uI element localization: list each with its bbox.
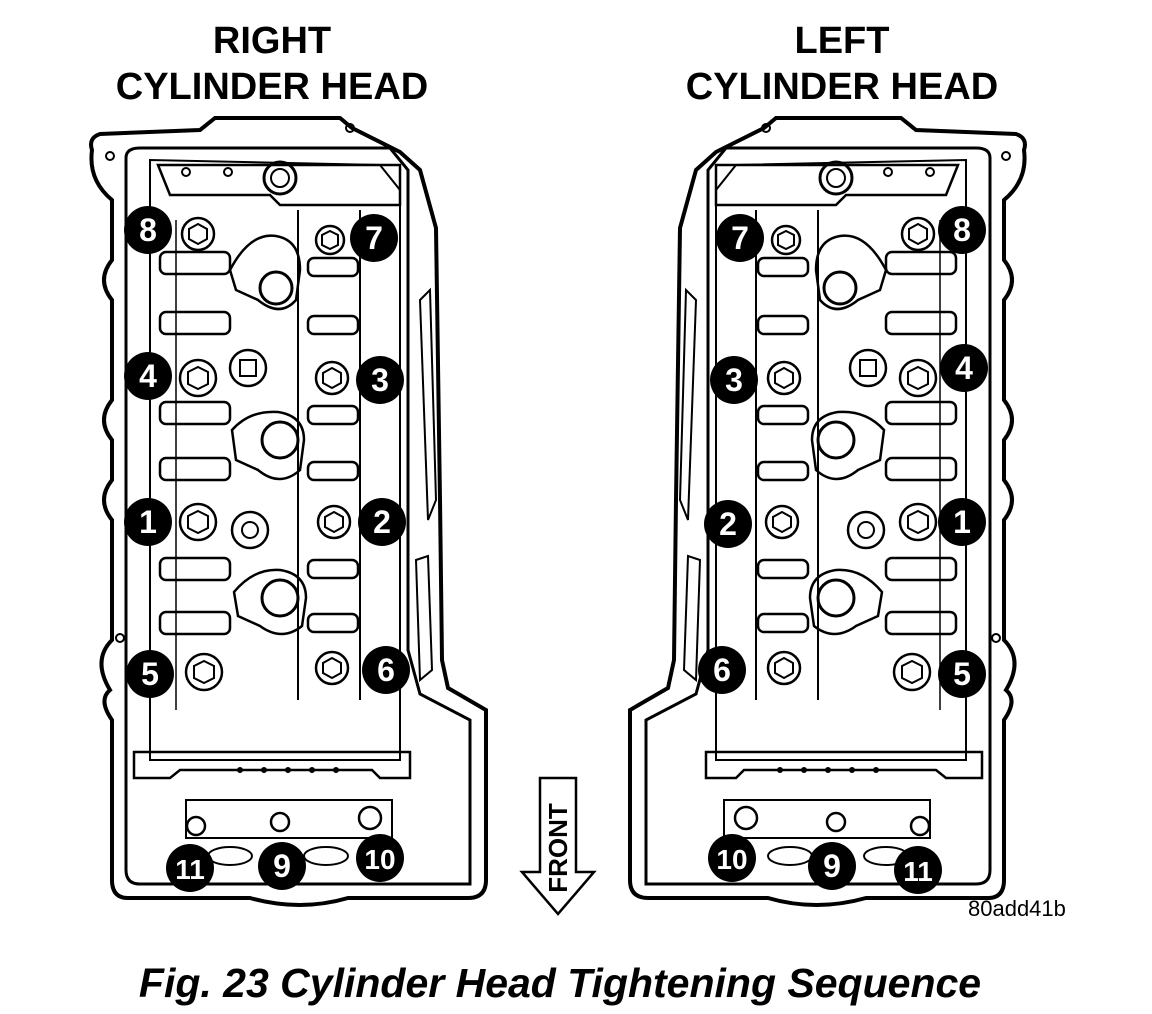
seq-label: 1: [953, 504, 971, 540]
seq-marker: [350, 214, 398, 262]
seq-marker: [808, 842, 856, 890]
right-head-title-line1: RIGHT: [212, 20, 332, 62]
seq-label: 7: [365, 220, 383, 256]
seq-label: 8: [139, 212, 157, 248]
right-head-sequence: 8 7 4 3 1 2 5 6 11 9 10: [124, 206, 410, 892]
seq-label: 2: [719, 506, 737, 542]
seq-marker: [124, 498, 172, 546]
front-arrow: FRONT: [519, 776, 597, 916]
seq-label: 10: [364, 844, 395, 875]
left-head-title: LEFT CYLINDER HEAD: [632, 18, 1052, 110]
seq-marker: [894, 846, 942, 894]
seq-marker: [362, 646, 410, 694]
seq-marker: [938, 206, 986, 254]
seq-label: 5: [141, 656, 159, 692]
seq-label: 10: [716, 844, 747, 875]
seq-label: 6: [377, 652, 395, 688]
seq-marker: [938, 650, 986, 698]
seq-marker: [166, 844, 214, 892]
seq-label: 4: [955, 350, 973, 386]
seq-label: 3: [371, 362, 389, 398]
seq-label: 5: [953, 656, 971, 692]
seq-label: 9: [823, 848, 841, 884]
seq-label: 9: [273, 848, 291, 884]
seq-label: 3: [725, 362, 743, 398]
left-head-title-line2: CYLINDER HEAD: [685, 66, 999, 108]
figure-reference-code: 80add41b: [968, 896, 1066, 921]
seq-marker: [698, 646, 746, 694]
seq-marker: [716, 214, 764, 262]
seq-marker: [258, 842, 306, 890]
seq-label: 2: [373, 504, 391, 540]
seq-label: 11: [175, 854, 205, 885]
seq-label: 7: [731, 220, 749, 256]
left-head-sequence: 7 8 3 4 2 1 6 5 10 9 11: [698, 206, 988, 894]
seq-marker: [704, 500, 752, 548]
seq-marker: [356, 834, 404, 882]
right-head-title: RIGHT CYLINDER HEAD: [62, 18, 482, 110]
seq-marker: [124, 206, 172, 254]
front-label: FRONT: [543, 803, 573, 893]
seq-label: 4: [139, 358, 157, 394]
right-head-title-line2: CYLINDER HEAD: [115, 66, 429, 108]
seq-label: 6: [713, 652, 731, 688]
seq-marker: [940, 344, 988, 392]
seq-marker: [708, 834, 756, 882]
seq-marker: [938, 498, 986, 546]
seq-marker: [124, 352, 172, 400]
seq-marker: [356, 356, 404, 404]
seq-marker: [710, 356, 758, 404]
seq-label: 11: [903, 856, 933, 887]
seq-marker: [126, 650, 174, 698]
figure-caption: Fig. 23 Cylinder Head Tightening Sequenc…: [138, 960, 982, 1006]
seq-label: 8: [953, 212, 971, 248]
seq-marker: [358, 498, 406, 546]
seq-label: 1: [139, 504, 157, 540]
left-head-title-line1: LEFT: [794, 20, 890, 62]
